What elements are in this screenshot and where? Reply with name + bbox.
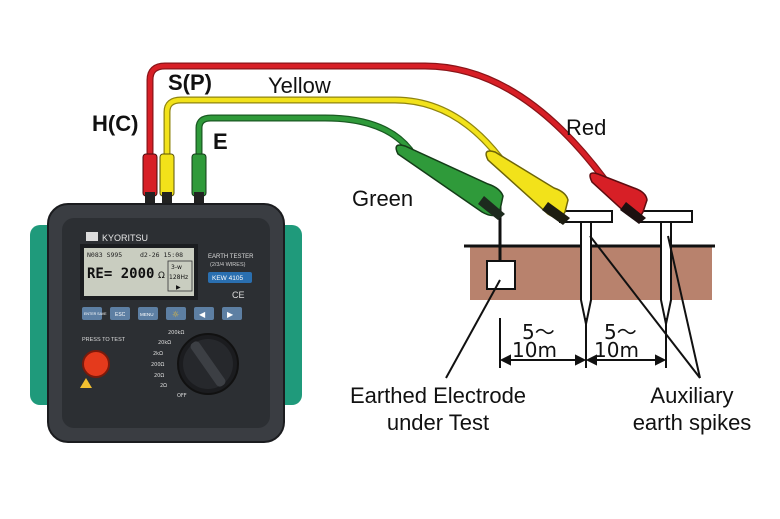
dial-mark-20: 20Ω bbox=[154, 373, 164, 379]
distance-1-top: 5～ bbox=[522, 320, 555, 344]
backlight-button[interactable] bbox=[166, 307, 186, 320]
lcd-screen bbox=[84, 248, 194, 296]
lcd-frequency: 128Hz bbox=[169, 274, 188, 281]
red-lead-label: Red bbox=[566, 115, 607, 140]
dial-mark-200k: 200kΩ bbox=[168, 330, 184, 336]
dial-pointer bbox=[190, 341, 226, 387]
meter-button-row: ENTER SAVE ESC MENU ☼ ◀ ▶ bbox=[82, 307, 242, 320]
dial-mark-2k: 2kΩ bbox=[153, 351, 163, 357]
yellow-lead-label: Yellow bbox=[268, 73, 331, 98]
yellow-clip bbox=[485, 150, 570, 225]
distance-markers bbox=[499, 318, 667, 368]
dial-mark-2: 2Ω bbox=[160, 383, 167, 389]
menu-label: MENU bbox=[140, 312, 154, 317]
model-subtitle: (2/3/4 WIRES) bbox=[210, 262, 246, 268]
lcd-status-right: d2-26 15:08 bbox=[140, 251, 183, 259]
esc-label: ESC bbox=[115, 312, 126, 318]
model-title: EARTH TESTER bbox=[208, 254, 254, 260]
lcd-mode: 3-w bbox=[171, 264, 182, 271]
left-button[interactable] bbox=[194, 307, 214, 320]
green-wire bbox=[195, 114, 414, 164]
lcd-unit: Ω bbox=[158, 271, 165, 281]
e-terminal-label: E bbox=[213, 129, 228, 154]
press-to-test-label: PRESS TO TEST bbox=[82, 337, 126, 343]
dial-mark-off: OFF bbox=[177, 393, 187, 399]
model-badge: KEW 4105 bbox=[212, 275, 243, 282]
enter-save-button[interactable] bbox=[82, 307, 102, 320]
lead-wires bbox=[146, 62, 609, 184]
svg-text:▶: ▶ bbox=[176, 284, 181, 291]
dial-mark-200: 200Ω bbox=[151, 362, 165, 368]
lcd-status-left: N083 S995 bbox=[87, 251, 122, 259]
green-clip bbox=[395, 144, 505, 220]
distance-1-bottom: 10m bbox=[512, 338, 557, 362]
meter-brand: KYORITSU bbox=[102, 233, 148, 243]
lead-plugs bbox=[142, 153, 207, 206]
red-clip bbox=[589, 172, 648, 224]
callout-lines bbox=[445, 235, 701, 379]
ce-mark: CE bbox=[232, 290, 245, 300]
sun-icon: ☼ bbox=[172, 310, 179, 319]
spikes-caption-line-1: Auxiliary bbox=[650, 383, 734, 408]
distance-2-top: 5～ bbox=[604, 320, 637, 344]
enter-save-label: ENTER SAVE bbox=[84, 312, 107, 316]
menu-button[interactable] bbox=[138, 307, 158, 320]
dial-mark-20k: 20kΩ bbox=[158, 340, 171, 346]
lcd-reading: RE= 2000 bbox=[87, 266, 154, 282]
auxiliary-spike-current bbox=[639, 210, 693, 325]
earth-tester-meter: KYORITSU N083 S995 d2-26 15:08 RE= 2000 … bbox=[30, 203, 302, 443]
electrode-caption-line-1: Earthed Electrode bbox=[349, 383, 527, 408]
esc-button[interactable] bbox=[110, 307, 130, 320]
test-button[interactable] bbox=[82, 350, 110, 378]
left-arrow-icon: ◀ bbox=[199, 310, 206, 319]
auxiliary-spikes-caption: Auxiliary earth spikes bbox=[612, 382, 772, 436]
warning-icon bbox=[80, 378, 92, 388]
auxiliary-spike-potential bbox=[559, 210, 613, 325]
hc-terminal-label: H(C) bbox=[92, 111, 139, 136]
electrode-caption-line-2: under Test bbox=[386, 410, 490, 435]
distance-2-bottom: 10m bbox=[594, 338, 639, 362]
right-button[interactable] bbox=[222, 307, 242, 320]
sp-terminal-label: S(P) bbox=[168, 70, 212, 95]
right-arrow-icon: ▶ bbox=[227, 310, 234, 319]
earthed-electrode-caption: Earthed Electrode under Test bbox=[322, 382, 554, 436]
green-lead-label: Green bbox=[352, 186, 414, 211]
spikes-caption-line-2: earth spikes bbox=[632, 410, 752, 435]
